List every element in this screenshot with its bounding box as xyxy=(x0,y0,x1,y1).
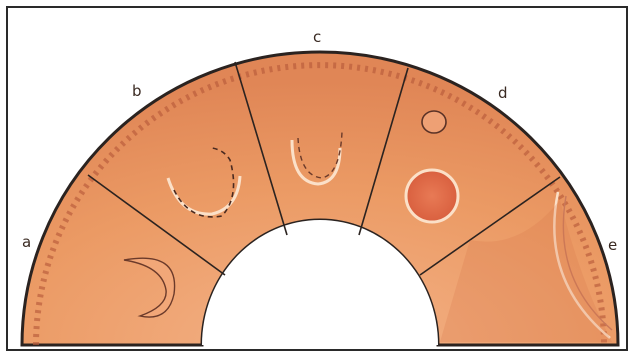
label-b: b xyxy=(132,82,142,100)
segment-d-small-oval xyxy=(422,111,446,133)
label-c: c xyxy=(313,28,321,46)
segment-d-cyst xyxy=(406,170,458,222)
label-a: a xyxy=(22,233,31,251)
label-e: e xyxy=(608,236,617,254)
label-d: d xyxy=(498,84,508,102)
